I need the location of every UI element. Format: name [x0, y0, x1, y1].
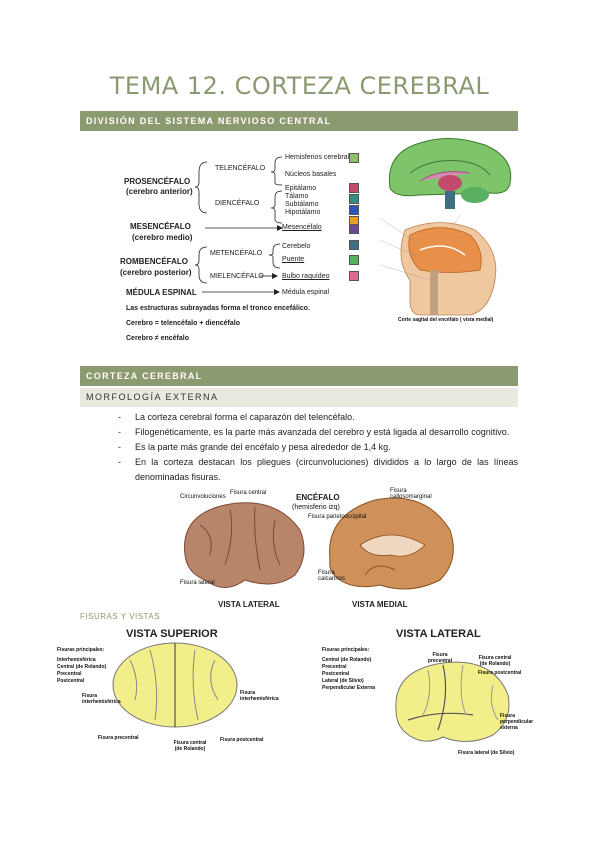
telencefalo-label: TELENCÉFALO: [215, 165, 266, 172]
list-item: La corteza cerebral forma el caparazón d…: [118, 410, 518, 425]
mesencefalo-label: MESENCÉFALO: [130, 222, 191, 231]
label-fisura-postcentral: Fisura postcentral: [478, 670, 522, 676]
brain-lateral-illustration: [395, 661, 510, 742]
arrow-icon: [260, 273, 278, 279]
brain-medial-illustration: [388, 137, 512, 209]
rombencefalo-sub: (cerebro posterior): [120, 268, 192, 277]
label-circunvoluciones: Circunvoluciones: [180, 494, 226, 500]
list-item: Postcentral: [57, 678, 85, 684]
list-item: Central (de Rolando): [57, 664, 107, 670]
vista-lateral-title: VISTA LATERAL: [396, 628, 481, 640]
fisuras-heading: FISURAS Y VISTAS: [80, 612, 161, 621]
list-item: Es la parte más grande del encéfalo y pe…: [118, 440, 518, 455]
prosencefalo-sub: (cerebro anterior): [126, 187, 193, 196]
label-fisura-parietooccipital: Fisura parietooccipital: [308, 514, 367, 520]
label-fisura-calcarinos: Fisura calcarinos: [318, 570, 346, 582]
brain-medial-photo: [329, 497, 454, 590]
label-fisura-lateral: Fisura lateral: [180, 580, 215, 586]
note-tronco: Las estructuras subrayadas forma el tron…: [126, 305, 311, 312]
bulbo-label: Bulbo raquídeo: [282, 273, 330, 280]
section-header-corteza: CORTEZA CEREBRAL: [80, 366, 518, 386]
vista-lateral-caption: VISTA LATERAL: [218, 600, 280, 609]
subsection-header-morfologia: MORFOLOGÍA EXTERNA: [80, 388, 518, 407]
hemisferio-label: (hemisferio izq): [292, 504, 340, 511]
mesencefalo-r: Mesencéfalo: [282, 224, 322, 231]
color-swatch: [349, 240, 359, 250]
prosencefalo-label: PROSENCÉFALO: [124, 177, 191, 186]
label-fisura-central: Fisura central (de Rolando): [478, 655, 512, 667]
mielencefalo-label: MIELENCÉFALO: [210, 273, 264, 280]
label-fisura-central: Fisura central: [230, 490, 267, 496]
list-item: En la corteza destacan los pliegues (cir…: [118, 455, 518, 485]
label-fisura-central: Fisura central (de Rolando): [173, 740, 207, 752]
brace-icon: [195, 246, 208, 284]
arrow-icon: [205, 225, 283, 231]
diencefalo-label: DIENCÉFALO: [215, 200, 260, 207]
section-header-division: DIVISIÓN DEL SISTEMA NERVIOSO CENTRAL: [80, 111, 518, 131]
label-fisura-precentral: Fisura precentral: [98, 735, 139, 741]
sagittal-caption: Corte sagital del encéfalo ( vista media…: [398, 317, 494, 323]
color-swatch: [349, 194, 359, 204]
list-item: Interhemisférica: [57, 657, 96, 663]
metencefalo-label: METENCÉFALO: [210, 250, 263, 257]
label-fisura-inter-r: Fisura interhemisférica: [240, 690, 279, 702]
label-fisura-precentral: Fisura precentral: [427, 652, 453, 664]
division-diagram: PROSENCÉFALO (cerebro anterior) TELENCÉF…: [120, 145, 370, 355]
note-cerebro: Cerebro = telencéfalo + diencéfalo: [126, 320, 240, 327]
color-swatch: [349, 224, 359, 234]
list-item: Perpendicular Externa: [322, 685, 376, 691]
label-fisura-callosomarginal: Fisura callosomarginal: [390, 488, 432, 500]
fisuras-principales-label: Fisuras principales:: [57, 647, 105, 653]
list-item: Central (de Rolando): [322, 657, 372, 663]
label-fisura-postcentral: Fisura postcentral: [220, 737, 264, 743]
arrow-icon: [202, 289, 280, 295]
label-fisura-inter-l: Fisura interhemisférica: [82, 693, 121, 705]
talamo-label: Tálamo: [285, 193, 309, 200]
brace-icon: [195, 161, 208, 214]
encefalo-label: ENCÉFALO: [296, 493, 340, 502]
color-swatch: [349, 183, 359, 193]
list-item: Filogenéticamente, es la parte más avanz…: [118, 425, 518, 440]
vista-medial-caption: VISTA MEDIAL: [352, 600, 408, 609]
list-item: Lateral (de Silvio): [322, 678, 364, 684]
brace-icon: [270, 156, 283, 224]
hemisferios-label: Hemisferios cerebrales: [285, 154, 357, 161]
morfologia-list: La corteza cerebral forma el caparazón d…: [118, 410, 518, 485]
medula-label: MÉDULA ESPINAL: [126, 288, 197, 297]
brain-lateral-photo: [184, 502, 305, 588]
sagittal-section-illustration: [379, 214, 497, 316]
color-swatch: [349, 271, 359, 281]
brain-superior-illustration: [112, 642, 238, 728]
vista-superior-title: VISTA SUPERIOR: [126, 628, 218, 640]
fisuras-principales-label: Fisuras principales:: [322, 647, 370, 653]
epitalamo-label: Epitálamo: [285, 185, 317, 192]
nucleos-label: Núcleos basales: [285, 171, 337, 178]
list-item: Precentral: [57, 671, 82, 677]
list-item: Precentral: [322, 664, 347, 670]
page-title: TEMA 12. CORTEZA CEREBRAL: [109, 72, 490, 100]
mesencefalo-sub: (cerebro medio): [132, 233, 193, 242]
cerebelo-label: Cerebelo: [282, 243, 311, 250]
rombencefalo-label: ROMBENCÉFALO: [120, 257, 188, 266]
hipotalamo-label: Hipotálamo: [285, 209, 321, 216]
note-encefalo: Cerebro ≠ encéfalo: [126, 335, 189, 342]
brace-icon: [268, 243, 281, 269]
label-fisura-lateral: Fisura lateral (de Silvio): [458, 750, 515, 756]
color-swatch: [349, 205, 359, 215]
puente-label: Puente: [282, 256, 305, 263]
subtalamo-label: Subtálamo: [285, 201, 319, 208]
color-swatch: [349, 153, 359, 163]
label-fisura-perpendicular: Fisura perpendicular externa: [500, 713, 534, 731]
color-swatch: [349, 255, 359, 265]
medula-r: Médula espinal: [282, 289, 330, 296]
list-item: Postcentral: [322, 671, 350, 677]
